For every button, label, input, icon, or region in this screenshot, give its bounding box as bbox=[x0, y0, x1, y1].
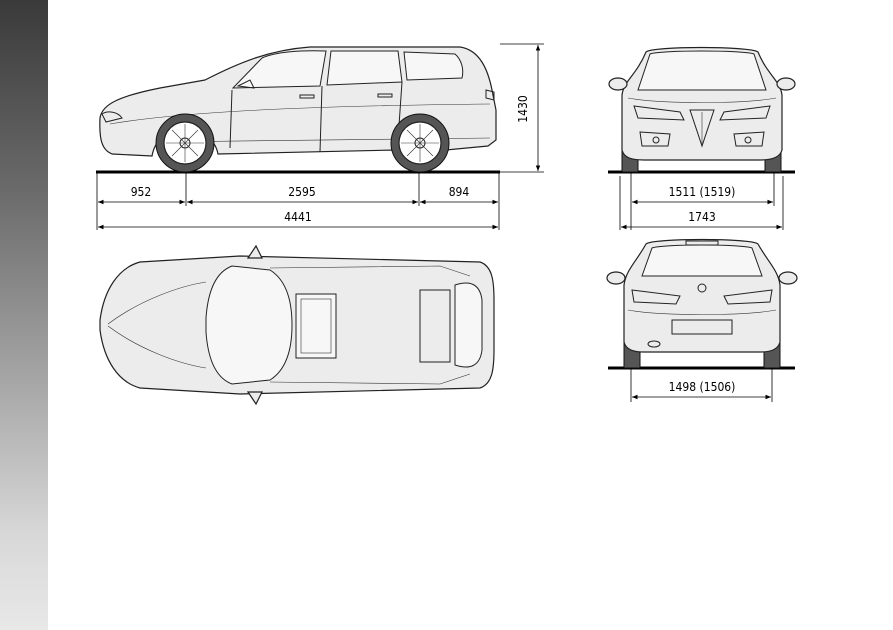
front-bonnet-line bbox=[627, 97, 777, 103]
front-right-mirror bbox=[776, 77, 796, 91]
top-sunroof bbox=[295, 293, 337, 359]
top-left-mirror bbox=[246, 244, 263, 259]
wheelbase-label: 2595 bbox=[288, 185, 315, 199]
front-right-fog-icon bbox=[744, 136, 752, 144]
rear-badge-icon bbox=[697, 283, 707, 293]
side-mirror bbox=[236, 79, 255, 89]
side-front-spokes bbox=[166, 124, 204, 162]
rear-right-mirror bbox=[778, 271, 798, 285]
height-label: 1430 bbox=[516, 95, 530, 123]
rear-right-taillight bbox=[723, 289, 773, 305]
top-sunroof-inner bbox=[300, 298, 332, 354]
rear-overhang-label: 894 bbox=[449, 185, 470, 199]
side-door-handle-rear bbox=[377, 93, 393, 98]
width-label: 1743 bbox=[688, 210, 715, 224]
top-right-mirror bbox=[246, 391, 263, 406]
top-left-window-line bbox=[269, 265, 471, 277]
side-door-front-edge bbox=[229, 89, 233, 149]
front-windshield bbox=[637, 50, 767, 91]
top-rear-window bbox=[454, 282, 483, 368]
top-bonnet-line-upper bbox=[107, 281, 207, 325]
side-door-handle-front bbox=[299, 94, 315, 99]
rear-bumper-line bbox=[627, 309, 777, 315]
rear-license-plate bbox=[671, 319, 733, 335]
top-right-window-line bbox=[269, 373, 471, 385]
rear-brake-light bbox=[685, 240, 719, 246]
top-roof-rear-panel bbox=[419, 289, 451, 363]
side-door-split bbox=[319, 85, 323, 153]
front-right-headlight bbox=[719, 105, 771, 121]
front-grille-shield bbox=[689, 109, 715, 148]
side-headlight bbox=[101, 111, 123, 123]
top-bonnet-line-lower bbox=[107, 325, 207, 369]
front-left-mirror bbox=[608, 77, 628, 91]
front-right-intake bbox=[733, 131, 765, 147]
front-track-label: 1511 (1519) bbox=[669, 185, 736, 199]
length-label: 4441 bbox=[284, 210, 311, 224]
rear-left-taillight bbox=[631, 289, 681, 305]
front-overhang-label: 952 bbox=[131, 185, 152, 199]
rear-window bbox=[641, 244, 763, 277]
rear-view: 1498 (1506) bbox=[606, 238, 798, 402]
rear-left-mirror bbox=[606, 271, 626, 285]
rear-exhaust-icon bbox=[647, 340, 661, 348]
front-left-fog-icon bbox=[652, 136, 660, 144]
side-view: 952 2595 894 4441 1430 bbox=[96, 43, 544, 230]
top-view bbox=[99, 244, 495, 406]
side-rear-window bbox=[326, 50, 403, 86]
top-windshield bbox=[205, 265, 293, 385]
rear-track-label: 1498 (1506) bbox=[669, 380, 736, 394]
side-body-crease bbox=[109, 103, 491, 125]
front-left-headlight bbox=[633, 105, 685, 121]
front-left-intake bbox=[639, 131, 671, 147]
side-rear-spokes bbox=[401, 124, 439, 162]
side-front-window bbox=[231, 50, 327, 89]
side-quarter-window bbox=[403, 51, 464, 81]
side-taillight bbox=[485, 89, 495, 101]
sidebar-gradient bbox=[0, 0, 48, 630]
front-view: 1511 (1519) 1743 bbox=[608, 46, 796, 230]
